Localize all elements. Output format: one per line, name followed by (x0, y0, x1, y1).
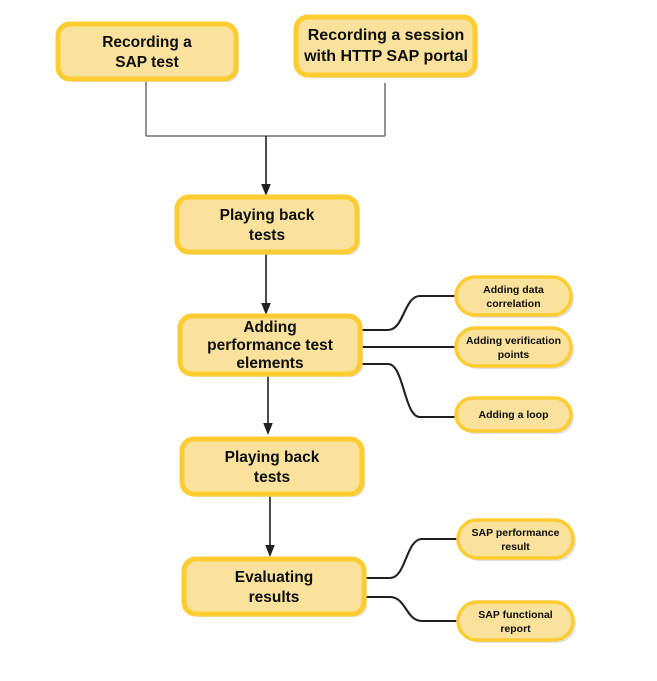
arrowhead-evaluating (265, 545, 275, 557)
node-label-line-2: points (498, 349, 530, 361)
node-sap-performance-result[interactable]: SAP performance result (456, 518, 576, 561)
node-surface[interactable] (456, 600, 575, 642)
node-label-line-1: Adding (243, 319, 296, 336)
node-playing-back-tests-2[interactable]: Playing back tests (179, 436, 365, 497)
arrowhead-playback1 (261, 184, 271, 196)
connector-group-adding-to-playback2 (263, 375, 273, 435)
arrowhead-playback2 (263, 423, 273, 435)
node-label-line-1: Playing back (220, 207, 315, 224)
node-label-line-2: tests (249, 227, 285, 244)
node-label-line-1: SAP performance (472, 527, 560, 539)
node-surface[interactable] (181, 556, 367, 617)
node-label-line-2: results (249, 589, 300, 606)
node-label-line-1: Adding verification (466, 335, 561, 347)
connector-group-adding-branches (355, 294, 458, 419)
node-surface[interactable] (179, 436, 365, 497)
node-playing-back-tests-1[interactable]: Playing back tests (174, 194, 360, 255)
node-adding-verification-points[interactable]: Adding verification points (454, 326, 574, 369)
connector-group-top-merge (145, 80, 386, 196)
node-label-line-1: Recording a session (308, 27, 465, 44)
node-label-line-2: result (501, 541, 530, 553)
node-label-line-2: SAP test (115, 54, 178, 71)
node-label-line-2: performance test (207, 337, 333, 354)
node-label-line-1: Playing back (225, 449, 320, 466)
node-label-line-1: Recording a (102, 34, 192, 51)
connector-evaluating-to-sap-functional-report (357, 595, 460, 623)
node-label-line-2: with HTTP SAP portal (303, 48, 468, 65)
node-label-line-2: tests (254, 469, 290, 486)
node-label-line-1: Adding a loop (479, 409, 549, 421)
node-label-line-2: correlation (486, 298, 540, 310)
node-recording-sap-test[interactable]: Recording a SAP test (55, 21, 239, 82)
node-label-line-1: Adding data (483, 284, 544, 296)
node-label-line-3: elements (236, 355, 303, 372)
node-surface[interactable] (454, 326, 573, 368)
node-label-line-1: SAP functional (478, 609, 553, 621)
node-label-line-1: Evaluating (235, 569, 313, 586)
node-surface[interactable] (55, 21, 239, 82)
node-adding-performance-test-elements[interactable]: Adding performance test elements (177, 313, 363, 377)
node-evaluating-results[interactable]: Evaluating results (181, 556, 367, 617)
node-adding-data-correlation[interactable]: Adding data correlation (454, 275, 574, 318)
connector-adding-to-adding-a-loop (355, 362, 458, 419)
node-surface[interactable] (454, 275, 573, 317)
connector-group-evaluating-branches (357, 537, 460, 623)
connector-group-playback2-to-evaluating (265, 494, 275, 557)
node-surface[interactable] (177, 313, 363, 377)
node-recording-http-session[interactable]: Recording a session with HTTP SAP portal (293, 14, 478, 78)
connector-adding-to-data-correlation (355, 294, 458, 332)
node-label-line-2: report (500, 623, 531, 635)
arrowhead-adding (261, 303, 271, 315)
connector-evaluating-to-sap-performance-result (357, 537, 460, 580)
node-surface[interactable] (454, 396, 573, 433)
connector-group-playback1-to-adding (261, 252, 271, 315)
node-adding-a-loop[interactable]: Adding a loop (454, 396, 574, 434)
node-surface[interactable] (456, 518, 575, 560)
node-surface[interactable] (293, 14, 478, 78)
node-sap-functional-report[interactable]: SAP functional report (456, 600, 576, 643)
node-surface[interactable] (174, 194, 360, 255)
